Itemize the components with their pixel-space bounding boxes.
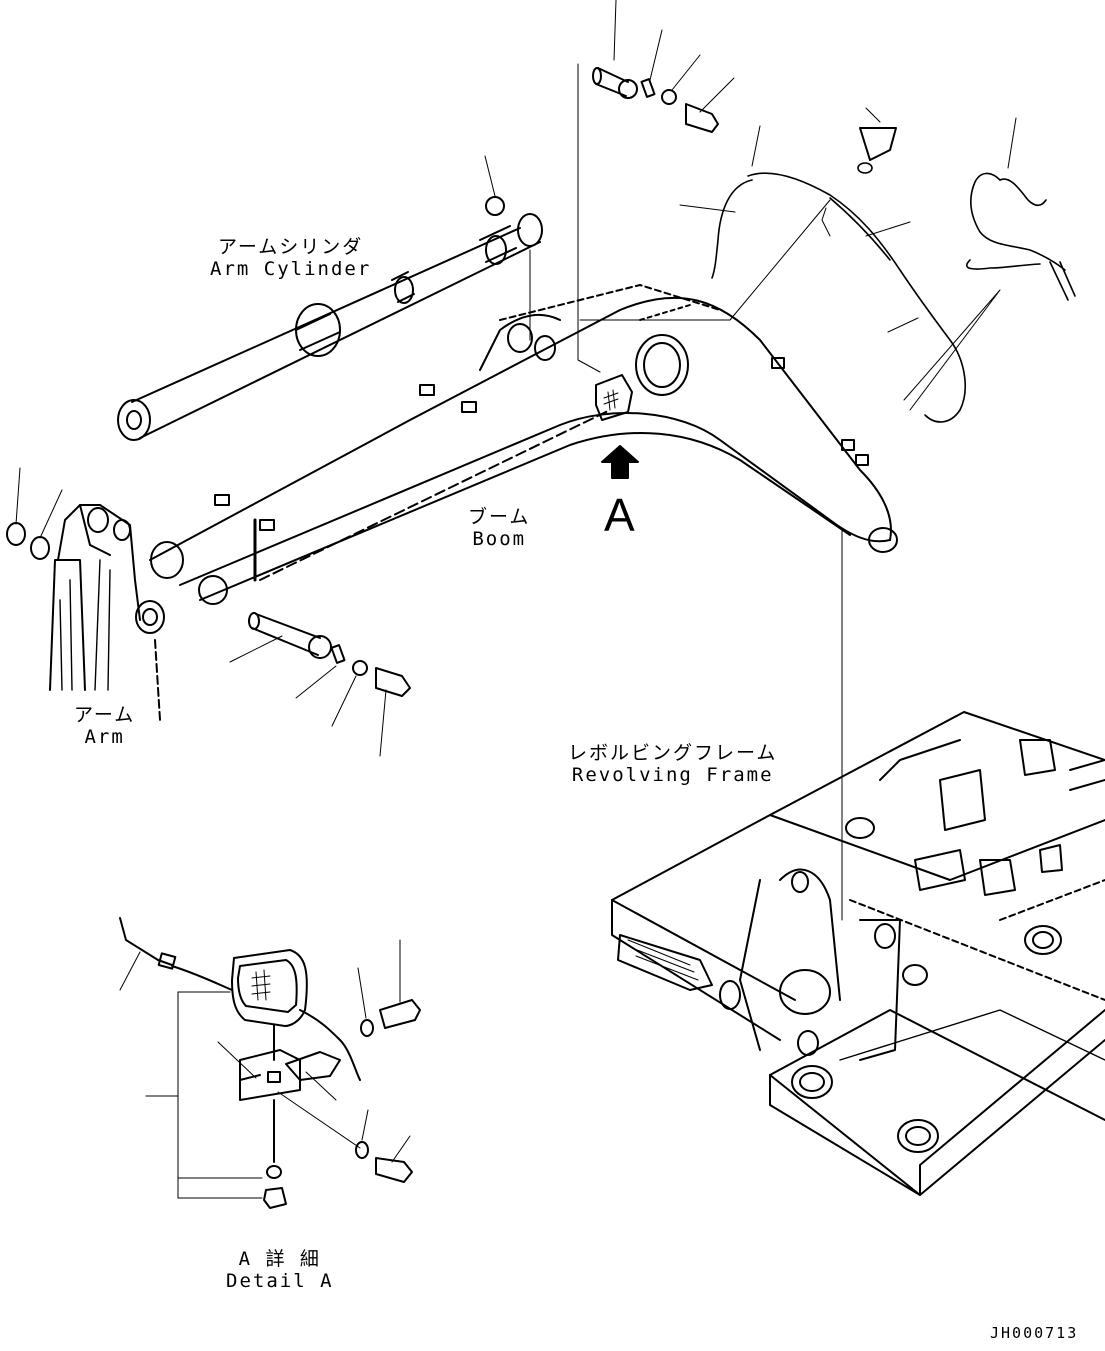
- view-a-label: A: [604, 489, 635, 541]
- work-lamp: [595, 374, 633, 421]
- detail-a-label-en: Detail A: [226, 1270, 334, 1292]
- arm: [49, 504, 165, 721]
- arm-washers: [6, 467, 63, 560]
- boom-label: ブーム Boom: [468, 506, 530, 550]
- arm-cylinder-label-en: Arm Cylinder: [210, 258, 372, 280]
- revolving-frame-label-ja: レボルビングフレーム: [568, 742, 778, 764]
- boom-pin-set: [577, 0, 735, 373]
- arm-label-en: Arm: [84, 726, 125, 748]
- arm-cylinder: [117, 155, 543, 441]
- revolving-frame-label: レボルビングフレーム Revolving Frame: [568, 742, 777, 786]
- arm-label: アーム Arm: [74, 704, 135, 748]
- view-arrow-icon: [601, 445, 639, 479]
- revolving-frame-label-en: Revolving Frame: [571, 764, 774, 786]
- arm-label-ja: アーム: [74, 704, 136, 726]
- detail-a-label: A 詳 細 Detail A: [226, 1248, 334, 1292]
- wiring-harness: [579, 107, 1001, 423]
- revolving-frame: [611, 711, 1105, 1196]
- detail-a: [119, 917, 421, 1209]
- boom: [149, 284, 898, 605]
- washer-icon: [485, 196, 505, 216]
- drawing-code: JH000713: [990, 1324, 1079, 1342]
- arm-cylinder-label-ja: アームシリンダ: [217, 236, 364, 258]
- boom-label-en: Boom: [472, 528, 527, 550]
- arm-pin-set: [229, 612, 411, 757]
- harness-right: [965, 117, 1076, 301]
- arm-cylinder-label: アームシリンダ Arm Cylinder: [210, 236, 371, 280]
- detail-a-label-ja: A 詳 細: [238, 1248, 321, 1270]
- boom-label-ja: ブーム: [468, 506, 531, 528]
